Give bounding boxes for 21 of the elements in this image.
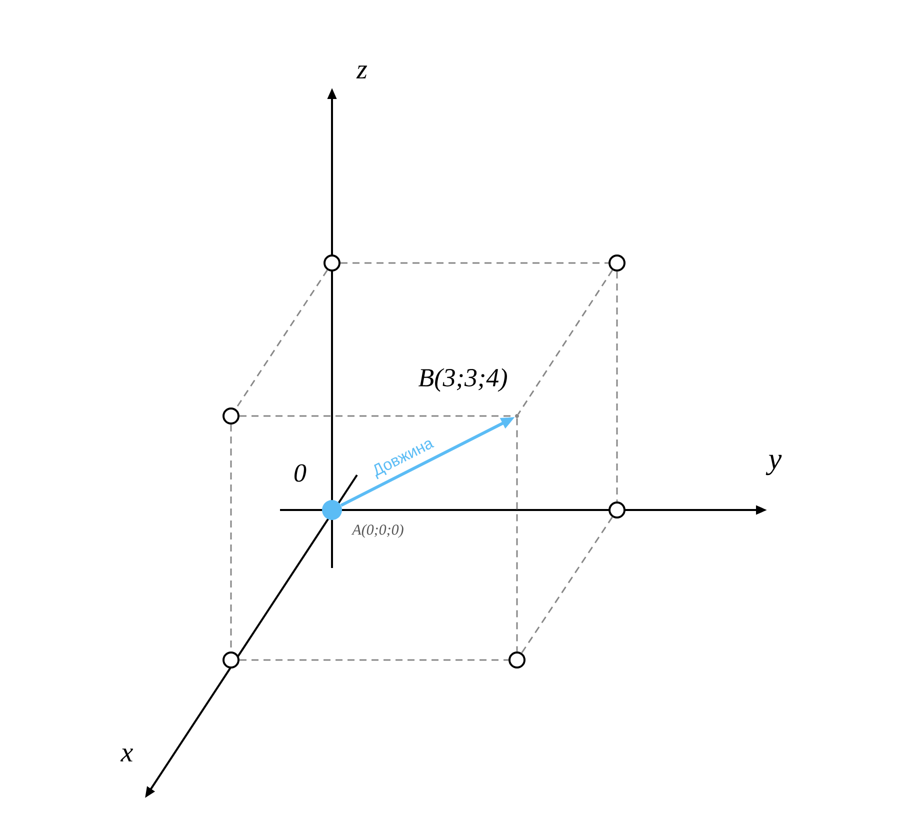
dashed-line: [516, 418, 518, 652]
dashed-line: [240, 659, 508, 661]
dashed-line: [616, 272, 618, 502]
vertex-circle: [608, 502, 626, 518]
vertex-circle: [222, 408, 240, 424]
vertex-circle: [508, 652, 526, 668]
dashed-line: [235, 270, 328, 410]
dashed-line: [521, 516, 613, 654]
vertex-circle: [222, 652, 240, 668]
vertex-circle: [608, 254, 626, 272]
vertex-point: [515, 414, 519, 418]
point-dot: [322, 500, 342, 520]
axis-label: z: [356, 66, 368, 78]
dashed-line: [518, 270, 613, 415]
vertex-circle: [324, 254, 340, 272]
dashed-line: [340, 262, 608, 264]
origin-label: 0: [294, 464, 306, 482]
axis-label: y: [766, 454, 782, 476]
point-label: A(0;0;0): [351, 524, 404, 538]
axis-label: x: [120, 748, 133, 762]
point-label: B(3;3;4): [418, 368, 507, 392]
